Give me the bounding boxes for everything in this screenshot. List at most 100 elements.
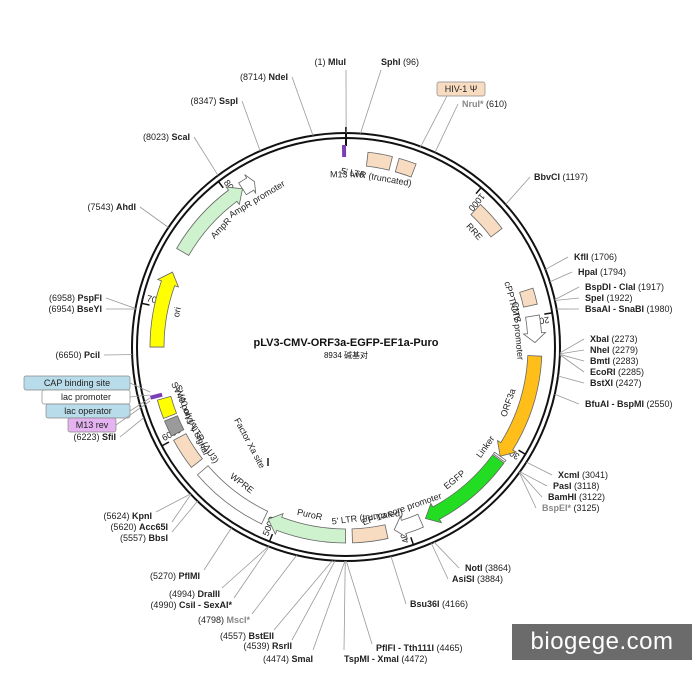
site-position: (3884) <box>477 574 503 584</box>
plasmid-name: pLV3-CMV-ORF3a-EGFP-EF1a-Puro <box>254 337 439 349</box>
site-name: BbsI <box>148 533 168 543</box>
site-kfli: KflI (1706) <box>574 252 617 262</box>
site-name: CsiI - SexAI* <box>179 600 233 610</box>
factor-xa-label: Factor Xa site <box>232 416 267 470</box>
site-position: (4166) <box>442 599 468 609</box>
site-name: BstXI <box>590 378 613 388</box>
site-name: DraIII <box>197 589 220 599</box>
site-connector <box>559 354 585 362</box>
site-csii-sexai: (4990) CsiI - SexAI* <box>150 600 232 610</box>
site-bseyi: (6954) BseYI <box>48 304 102 314</box>
site-connector <box>519 471 543 498</box>
site-connector <box>171 494 192 523</box>
site-name: HpaI <box>578 267 598 277</box>
site-position: (4539) <box>243 641 269 651</box>
site-ndei: (8714) NdeI <box>240 72 288 82</box>
site-position: (4798) <box>198 615 224 625</box>
site-position: (8347) <box>190 96 216 106</box>
site-name: BbvCI <box>534 172 560 182</box>
site-bbsi: (5557) BbsI <box>120 533 168 543</box>
site-name: SmaI <box>291 654 313 664</box>
site-position: (4472) <box>401 654 427 664</box>
tick-mark <box>217 181 224 189</box>
site-hpai: HpaI (1794) <box>578 267 626 277</box>
site-name: BfuAI - BspMI <box>585 399 644 409</box>
site-tspmi-xmai: TspMI - XmaI (4472) <box>344 654 427 664</box>
site-connector <box>390 556 407 605</box>
site-connector <box>559 349 585 355</box>
site-xbai: XbaI (2273) <box>590 334 638 344</box>
site-connector <box>554 286 580 301</box>
cmv-promoter-label: CMV promoter <box>510 301 525 360</box>
site-connector <box>251 554 297 615</box>
hiv-1-box <box>436 81 486 97</box>
site-name: MluI <box>328 57 346 67</box>
site-position: (3125) <box>574 503 600 513</box>
tick-mark <box>544 312 553 315</box>
site-connector <box>559 354 585 373</box>
site-sphi: SphI (96) <box>381 57 419 67</box>
hiv-1-feature <box>394 157 417 178</box>
tick-mark <box>161 441 170 447</box>
m13-fwd-label: M13 fwd <box>330 169 364 179</box>
site-position: (1197) <box>563 172 588 182</box>
plasmid-size: 8934 碱基对 <box>324 350 368 360</box>
ori-label: ori <box>171 306 183 318</box>
site-name: NotI <box>465 563 483 573</box>
site-name: KflI <box>574 252 589 262</box>
site-name: BspEI* <box>542 503 572 513</box>
5-ltr-truncated-feature <box>351 524 389 544</box>
hiv-1-box-label: HIV-1 Ψ <box>445 84 478 94</box>
site-connector <box>430 543 449 580</box>
box-connector <box>115 400 151 426</box>
site-bsteii: (4557) BstEII <box>220 631 274 641</box>
site-position: (96) <box>403 57 419 67</box>
site-connector <box>312 560 346 651</box>
site-connector <box>139 206 169 228</box>
site-position: (3041) <box>582 470 608 480</box>
site-draiii: (4994) DraIII <box>169 589 220 599</box>
cppt-cts-feature <box>519 287 538 308</box>
tick-mark <box>268 533 274 542</box>
site-connector <box>554 297 580 301</box>
site-sspi: (8347) SspI <box>190 96 238 106</box>
site-position: (8023) <box>143 132 169 142</box>
site-position: (5620) <box>110 522 136 532</box>
site-connector <box>155 493 191 513</box>
ori-feature <box>149 271 180 348</box>
3-ltr-u3-feature <box>173 433 203 468</box>
site-connector <box>345 560 373 645</box>
site-position: (2285) <box>618 367 644 377</box>
site-pspfi: (6958) PspFI <box>49 293 102 303</box>
site-connector <box>434 103 459 153</box>
egfp-feature <box>424 454 505 524</box>
site-connector <box>233 546 270 599</box>
site-name: MscI* <box>226 615 250 625</box>
site-name: PasI <box>553 481 572 491</box>
site-name: BstEII <box>248 631 274 641</box>
site-connector <box>549 271 573 283</box>
site-connector <box>343 560 346 651</box>
site-connector <box>505 176 531 205</box>
site-bspdi-clai: BspDI - ClaI (1917) <box>585 282 664 292</box>
site-name: PflMI <box>179 571 201 581</box>
site-connector <box>433 541 460 569</box>
site-bstxi: BstXI (2427) <box>590 378 642 388</box>
site-rsrii: (4539) RsrII <box>243 641 292 651</box>
site-name: SpeI <box>585 293 604 303</box>
site-connector <box>241 100 261 152</box>
site-position: (3864) <box>485 563 511 573</box>
puror-feature <box>267 512 347 544</box>
lac-operator-box-label: lac operator <box>64 406 112 416</box>
site-position: (1706) <box>591 252 617 262</box>
site-position: (2273) <box>612 334 638 344</box>
site-scai: (8023) ScaI <box>143 132 190 142</box>
site-position: (1917) <box>638 282 664 292</box>
site-pflmi: (5270) PflMI <box>150 571 200 581</box>
site-bsu36i: Bsu36I (4166) <box>410 599 468 609</box>
site-name: PflFI - Tth111I <box>376 643 434 653</box>
site-position: (1) <box>314 57 325 67</box>
site-position: (2427) <box>616 378 642 388</box>
site-position: (5557) <box>120 533 146 543</box>
